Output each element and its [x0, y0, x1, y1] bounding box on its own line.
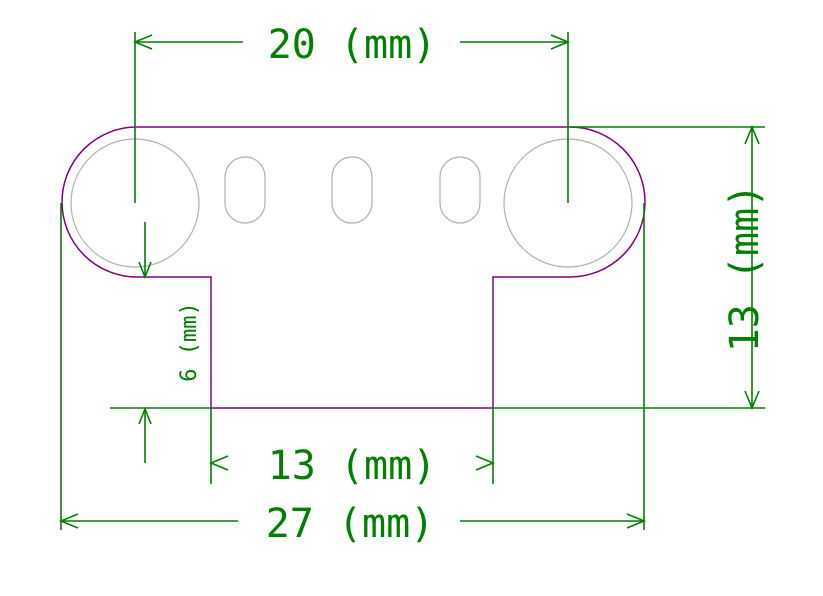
dimension-inner-bottom: 13 (mm)	[208, 408, 496, 489]
dimension-right: 13 (mm)	[493, 124, 768, 411]
slot-2	[331, 156, 373, 224]
dimension-right-label: 13 (mm)	[722, 184, 768, 353]
dimension-top-label: 20 (mm)	[268, 22, 437, 68]
slot-3	[439, 156, 481, 224]
dimension-left-label: 6 (mm)	[177, 302, 202, 381]
dimension-left: 6 (mm)	[110, 222, 211, 463]
dimension-top: 20 (mm)	[132, 22, 571, 203]
dimension-inner-bottom-label: 13 (mm)	[268, 443, 437, 489]
dimension-overall-bottom-label: 27 (mm)	[266, 501, 435, 547]
dimension-overall-bottom: 27 (mm)	[58, 203, 647, 547]
slot-1	[224, 156, 266, 224]
